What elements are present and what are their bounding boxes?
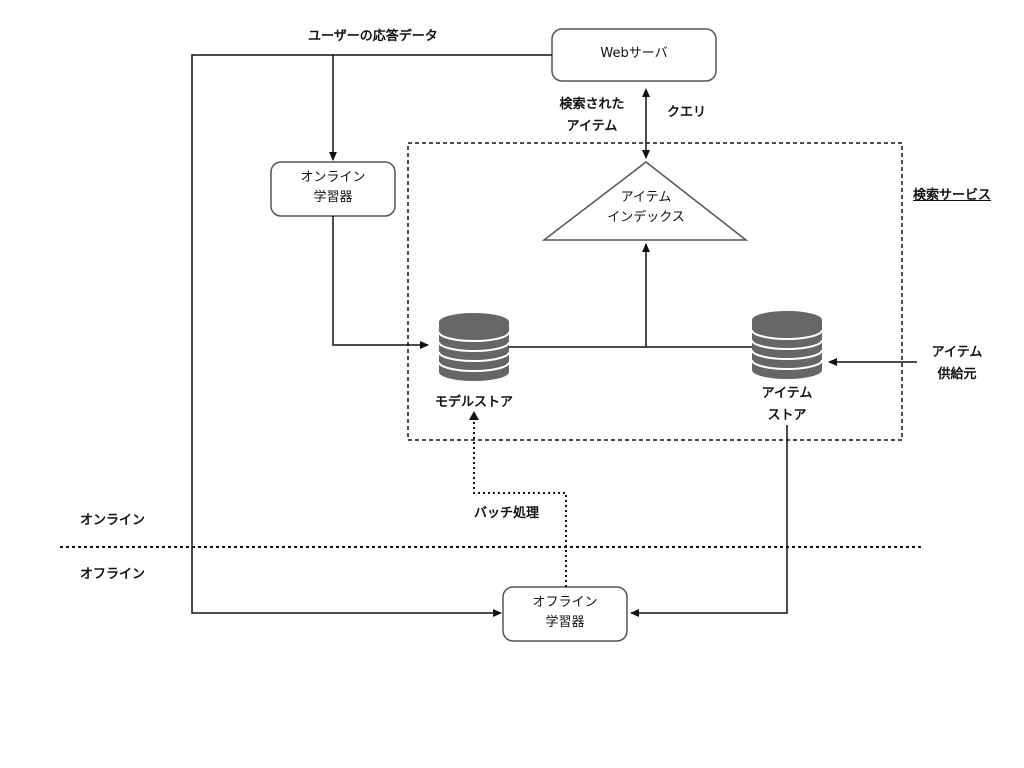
online-learner-label-line2: 学習器 [313,190,353,205]
item-index-node [541,161,749,241]
item-store-label-line2: ストア [767,408,807,423]
item-index-label: アイテム インデックス [566,188,726,228]
web-server-label: Webサーバ [600,46,668,61]
retrieved-items-label-line1: 検索された [559,97,625,112]
item-store-database-icon [751,311,823,379]
batch-arrowhead [469,411,479,420]
offline-region-label: オフライン [80,567,146,582]
user-response-data-label: ユーザーの応答データ [308,29,438,44]
item-index-label-line2: インデックス [607,210,685,225]
edge-online-learner-to-model-store [332,216,429,349]
model-store-database-icon [438,313,510,381]
item-supplier-label-line2: 供給元 [937,367,977,382]
item-supplier-label: アイテム 供給元 [922,342,992,386]
offline-learner-label-line2: 学習器 [545,615,585,630]
online-learner-label-line1: オンライン [300,170,366,185]
retrieved-items-label-line2: アイテム [566,119,618,134]
edge-webserver-to-learners [191,54,552,617]
batch-processing-label: バッチ処理 [474,506,540,521]
item-store-label: アイテム ストア [737,383,837,427]
offline-learner-label-line1: オフライン [532,595,598,610]
search-service-boundary [407,142,903,441]
item-index-label-line1: アイテム [620,190,672,205]
query-label: クエリ [667,105,707,120]
search-service-label: 検索サービス [913,188,992,203]
online-learner-label: オンライン 学習器 [271,168,395,208]
edge-item-store-to-offline-learner [630,425,788,617]
online-region-label: オンライン [80,513,146,528]
item-store-label-line1: アイテム [761,386,813,401]
retrieved-items-label: 検索された アイテム [552,94,632,138]
item-supplier-label-line1: アイテム [931,345,983,360]
edge-batch-offline-to-model-store [473,418,567,587]
model-store-label: モデルストア [434,395,513,410]
offline-learner-label: オフライン 学習器 [503,593,627,633]
